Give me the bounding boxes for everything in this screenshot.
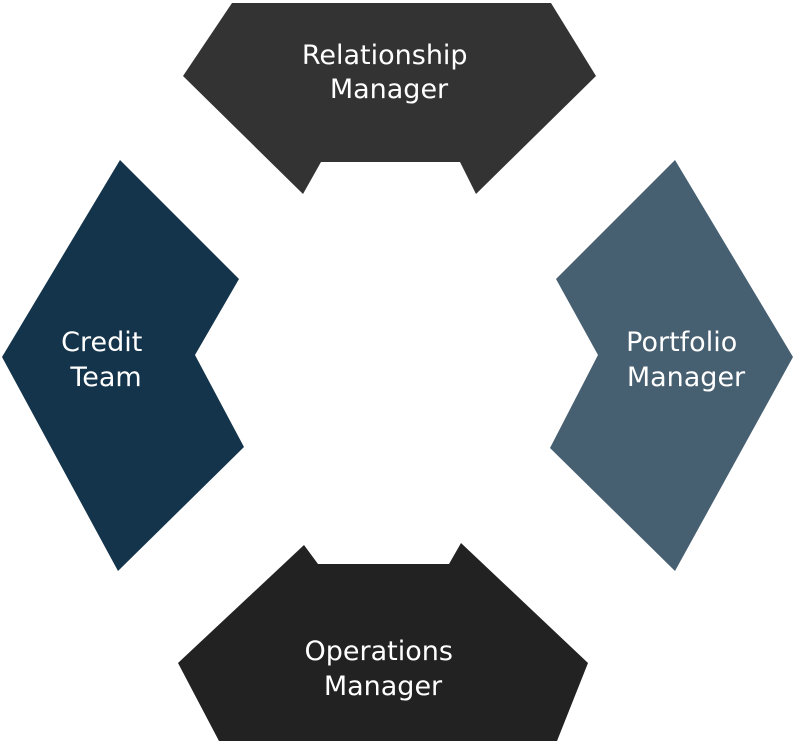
operations-manager-label-line2: Manager: [324, 671, 443, 702]
portfolio-manager-label: Portfolio Manager: [626, 327, 746, 393]
relationship-manager-node: Relationship Manager: [183, 3, 596, 194]
relationship-manager-label-line2: Manager: [330, 74, 449, 105]
operations-manager-label: Operations Manager: [304, 636, 461, 702]
credit-team-node: Credit Team: [2, 160, 244, 571]
operations-manager-shape: [178, 543, 588, 741]
portfolio-manager-shape: [550, 160, 793, 571]
relationship-manager-shape: [183, 3, 596, 194]
credit-team-label: Credit Team: [61, 327, 151, 393]
operations-manager-node: Operations Manager: [178, 543, 588, 741]
portfolio-manager-label-line1: Portfolio: [626, 327, 737, 358]
operations-manager-label-line1: Operations: [304, 636, 452, 667]
credit-team-label-line1: Credit: [61, 327, 142, 358]
credit-team-shape: [2, 160, 244, 571]
portfolio-manager-node: Portfolio Manager: [550, 160, 793, 571]
portfolio-manager-label-line2: Manager: [627, 362, 746, 393]
relationship-manager-label-line1: Relationship: [302, 40, 468, 71]
credit-team-label-line2: Team: [69, 362, 141, 393]
relationship-manager-label: Relationship Manager: [302, 40, 476, 105]
